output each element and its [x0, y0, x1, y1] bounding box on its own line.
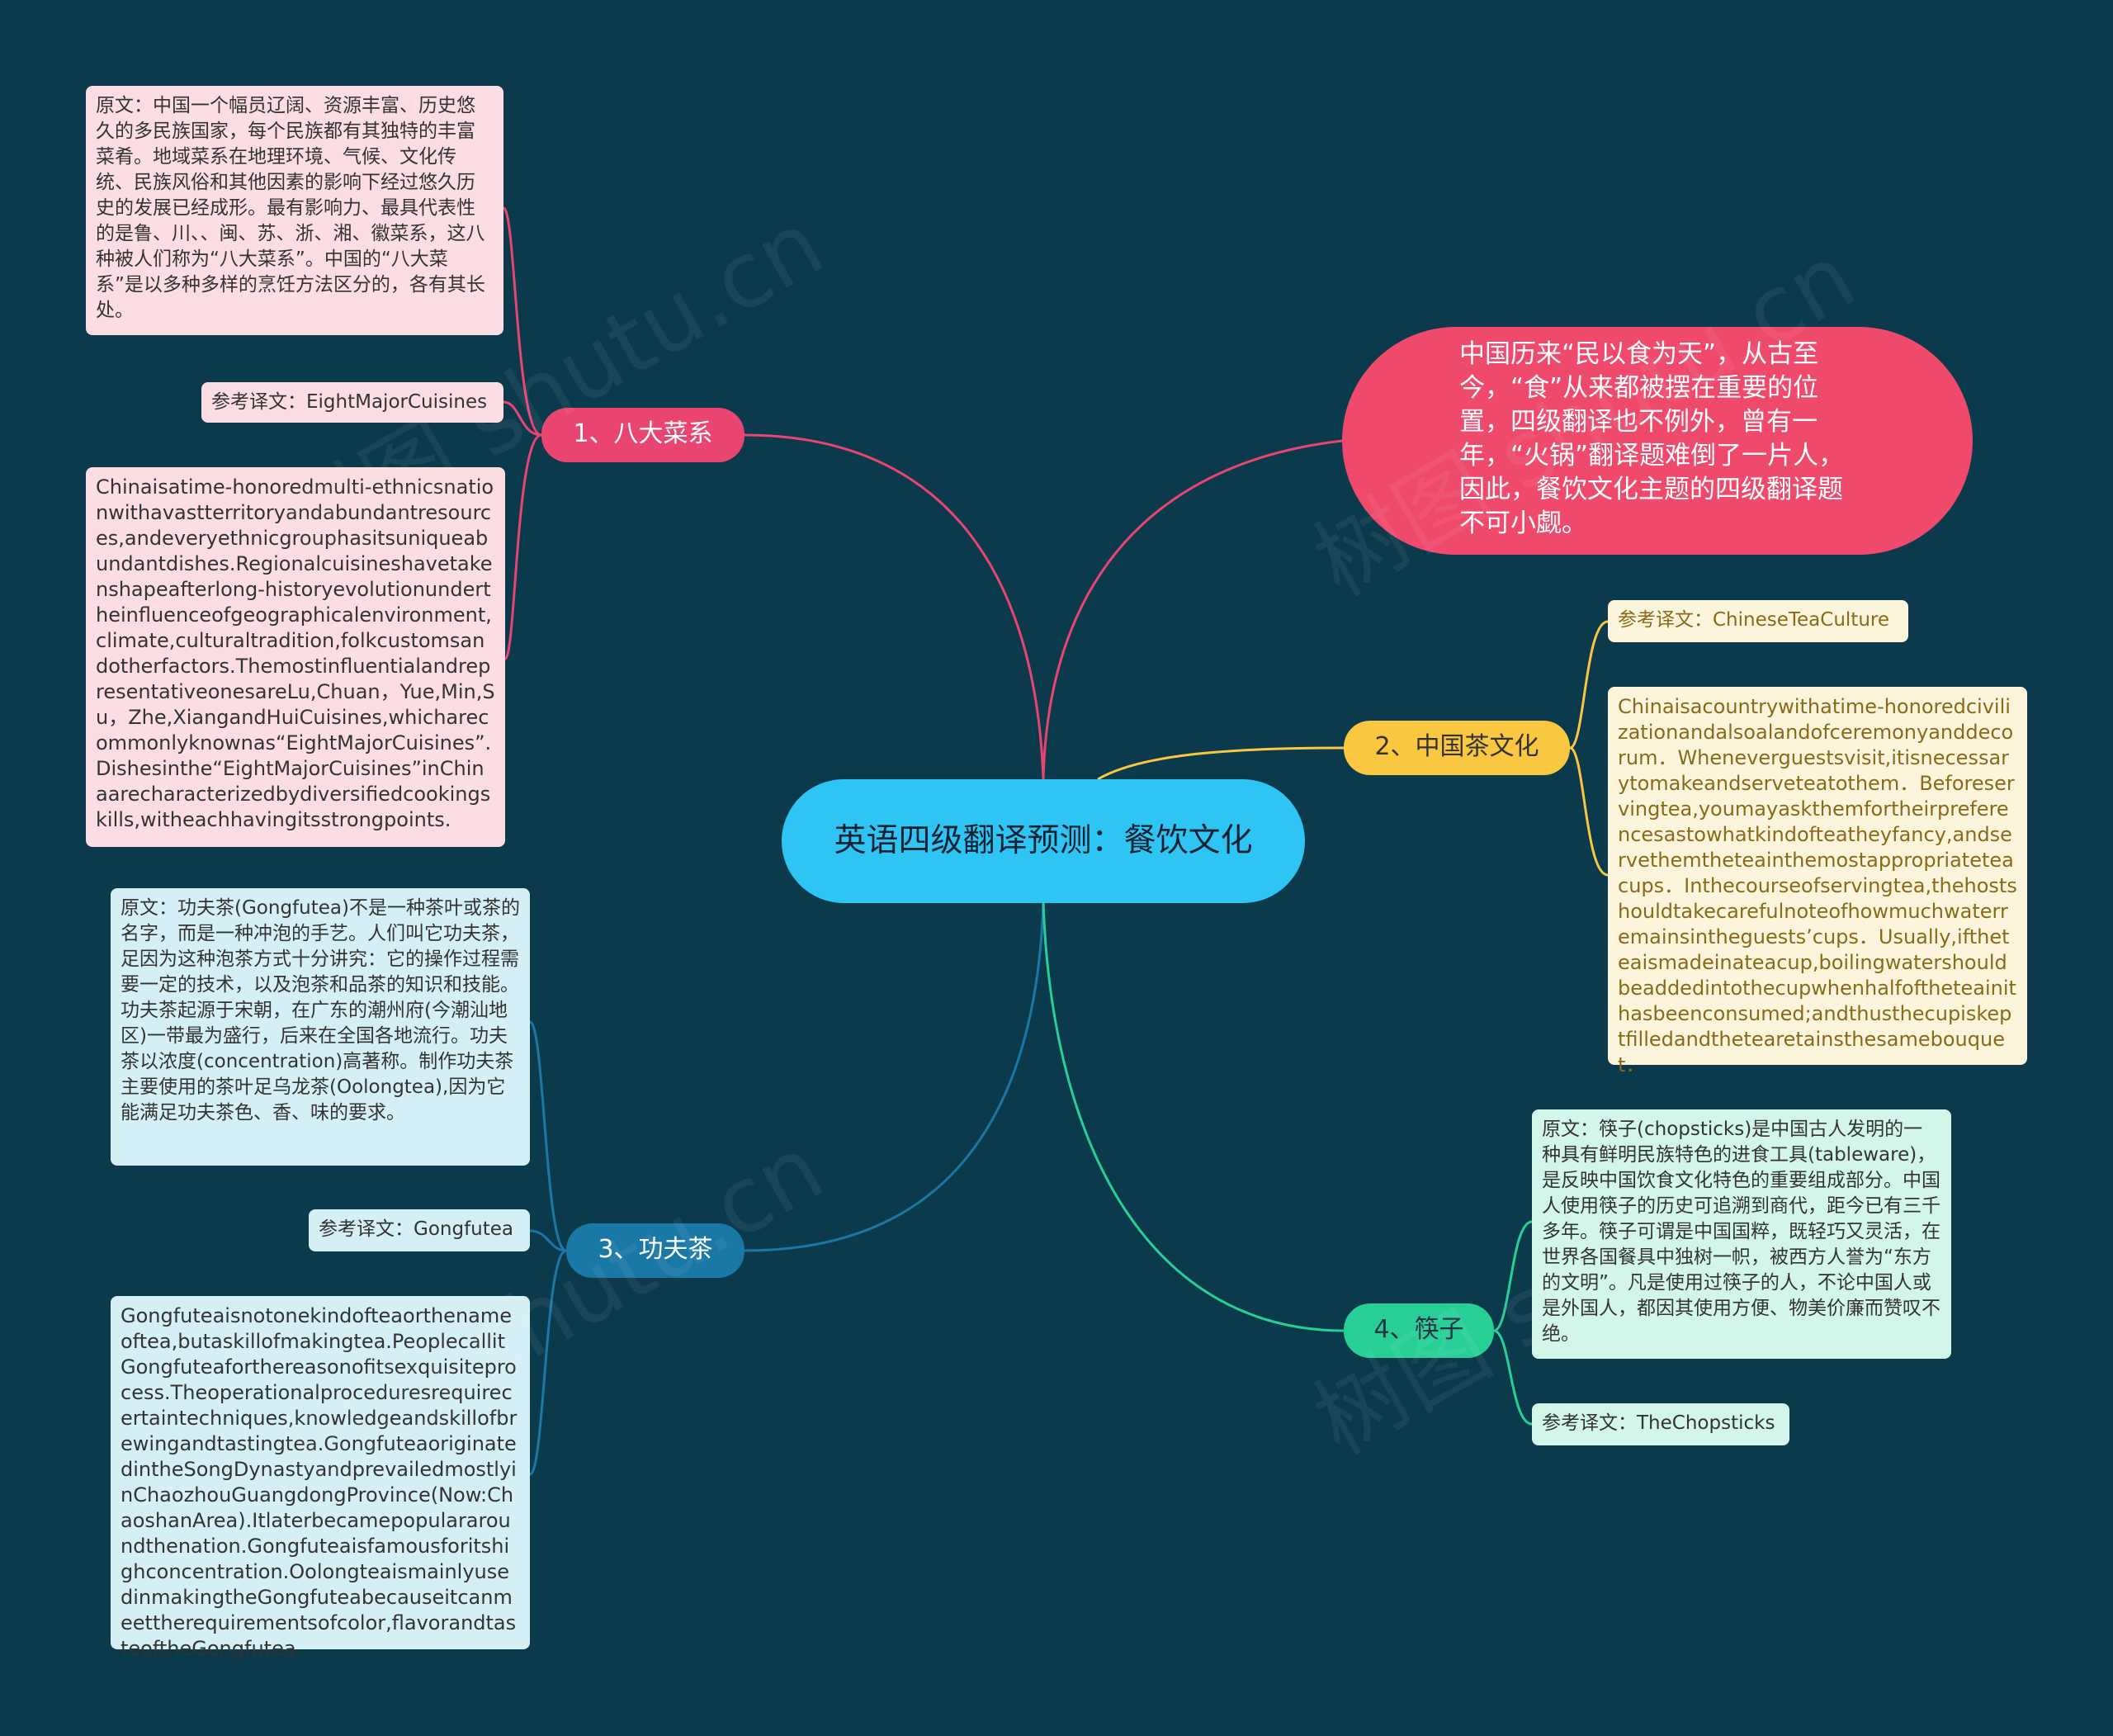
leaf-text: 原文：中国一个幅员辽阔、资源丰富、历史悠久的多民族国家，每个民族都有其独特的丰富…	[96, 95, 485, 321]
link-root-b4	[1042, 902, 1345, 1332]
link-b4-original	[1493, 1220, 1533, 1332]
link-root-b3	[744, 902, 1045, 1252]
leaf-b1-original[interactable]: 原文：中国一个幅员辽阔、资源丰富、历史悠久的多民族国家，每个民族都有其独特的丰富…	[86, 86, 503, 335]
branch-gongfu-tea[interactable]: 3、功夫茶	[566, 1223, 745, 1278]
leaf-text: 参考译文：TheChopsticks	[1542, 1412, 1775, 1434]
branch-label: 4、筷子	[1373, 1315, 1464, 1344]
leaf-b1-translation[interactable]: Chinaisatime-honoredmulti-ethnicsnationw…	[86, 467, 505, 847]
leaf-b3-reference[interactable]: 参考译文：Gongfutea	[309, 1209, 530, 1251]
link-b3-translation	[528, 1249, 567, 1476]
link-b3-original	[528, 1020, 567, 1252]
branch-tea-culture[interactable]: 2、中国茶文化	[1344, 721, 1570, 775]
branch-label: 3、功夫茶	[598, 1235, 713, 1264]
leaf-text: 参考译文：EightMajorCuisines	[211, 391, 488, 413]
leaf-b3-translation[interactable]: Gongfuteaisnotonekindofteaorthenameoftea…	[111, 1296, 530, 1660]
leaf-b4-reference[interactable]: 参考译文：TheChopsticks	[1532, 1403, 1789, 1445]
leaf-text: 参考译文：ChineseTeaCulture	[1618, 609, 1889, 631]
leaf-b1-reference[interactable]: 参考译文：EightMajorCuisines	[201, 382, 503, 423]
intro-node[interactable]: 中国历来“民以食为天”，从古至今，“食”从来都被摆在重要的位置，四级翻译也不例外…	[1342, 327, 1973, 555]
link-b1-reference	[503, 400, 542, 437]
link-root-b1	[744, 433, 1045, 780]
root-title: 英语四级翻译预测：餐饮文化	[834, 822, 1253, 859]
leaf-b2-translation[interactable]: Chinaisacountrywithatime-honoredciviliza…	[1608, 687, 2027, 1076]
branch-eight-cuisines[interactable]: 1、八大菜系	[541, 408, 745, 462]
leaf-text: Gongfuteaisnotonekindofteaorthenameoftea…	[121, 1304, 518, 1660]
link-b3-reference	[529, 1229, 567, 1252]
intro-text: 中国历来“民以食为天”，从古至今，“食”从来都被摆在重要的位置，四级翻译也不例外…	[1459, 339, 1845, 538]
branch-chopsticks[interactable]: 4、筷子	[1344, 1303, 1494, 1358]
link-root-intro	[1042, 439, 1343, 780]
leaf-text: Chinaisatime-honoredmulti-ethnicsnationw…	[96, 475, 495, 831]
link-b2-translation	[1569, 746, 1609, 877]
branch-label: 2、中国茶文化	[1374, 732, 1539, 761]
link-root-b2	[1097, 746, 1345, 781]
branch-label: 1、八大菜系	[573, 419, 713, 448]
leaf-text: Chinaisacountrywithatime-honoredciviliza…	[1618, 695, 2017, 1076]
leaf-b2-reference[interactable]: 参考译文：ChineseTeaCulture	[1608, 600, 1908, 642]
leaf-text: 原文：功夫茶(Gongfutea)不是一种茶叶或茶的名字，而是一种冲泡的手艺。人…	[121, 897, 520, 1123]
leaf-b4-original[interactable]: 原文：筷子(chopsticks)是中国古人发明的一种具有鲜明民族特色的进食工具…	[1532, 1109, 1951, 1359]
leaf-text: 原文：筷子(chopsticks)是中国古人发明的一种具有鲜明民族特色的进食工具…	[1542, 1119, 1940, 1345]
leaf-b3-original[interactable]: 原文：功夫茶(Gongfutea)不是一种茶叶或茶的名字，而是一种冲泡的手艺。人…	[111, 888, 530, 1166]
link-b2-reference	[1569, 620, 1609, 750]
link-b1-original	[502, 206, 542, 437]
link-b4-reference	[1493, 1329, 1533, 1426]
root-topic[interactable]: 英语四级翻译预测：餐饮文化	[782, 779, 1305, 903]
leaf-text: 参考译文：Gongfutea	[319, 1218, 514, 1240]
link-b1-translation	[503, 433, 542, 660]
